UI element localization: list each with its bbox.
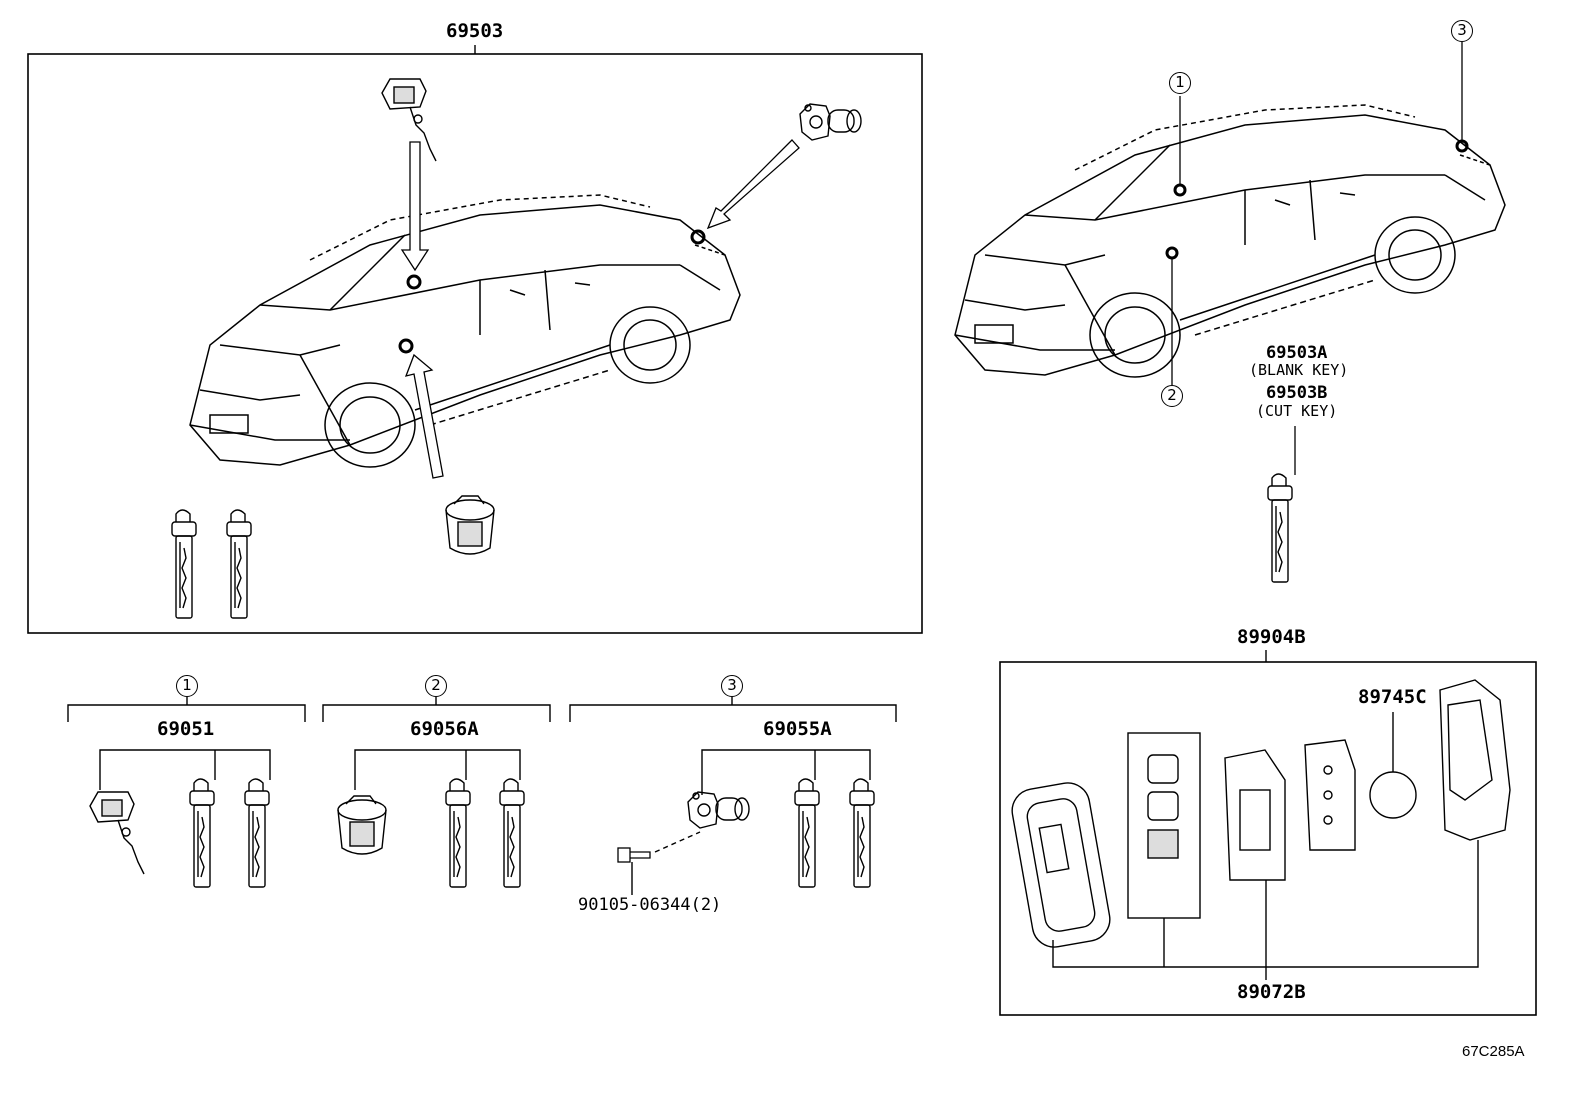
key-part-b: 69503B [1266, 383, 1328, 403]
key-note-b: (CUT KEY) [1256, 402, 1338, 420]
diagram-reference: 67C285A [1462, 1043, 1525, 1060]
key-part-a: 69503A [1266, 343, 1328, 363]
group-3-part: 69055A [763, 718, 832, 740]
callout-3-car: 3 [1451, 20, 1473, 42]
screw-part: 90105-06344(2) [578, 895, 722, 915]
housing-part: 89072B [1237, 981, 1306, 1003]
group-2-part: 69056A [410, 718, 479, 740]
callout-1-group: 1 [176, 675, 198, 697]
remote-assembly-part: 89904B [1237, 626, 1306, 648]
callout-2-group: 2 [425, 675, 447, 697]
group-1-part: 69051 [157, 718, 215, 740]
callout-3-group: 3 [721, 675, 743, 697]
key-note-a: (BLANK KEY) [1249, 361, 1349, 379]
battery-part: 89745C [1358, 686, 1427, 708]
callout-1-car: 1 [1169, 72, 1191, 94]
callout-2-car: 2 [1161, 385, 1183, 407]
main-part-number: 69503 [446, 20, 504, 42]
